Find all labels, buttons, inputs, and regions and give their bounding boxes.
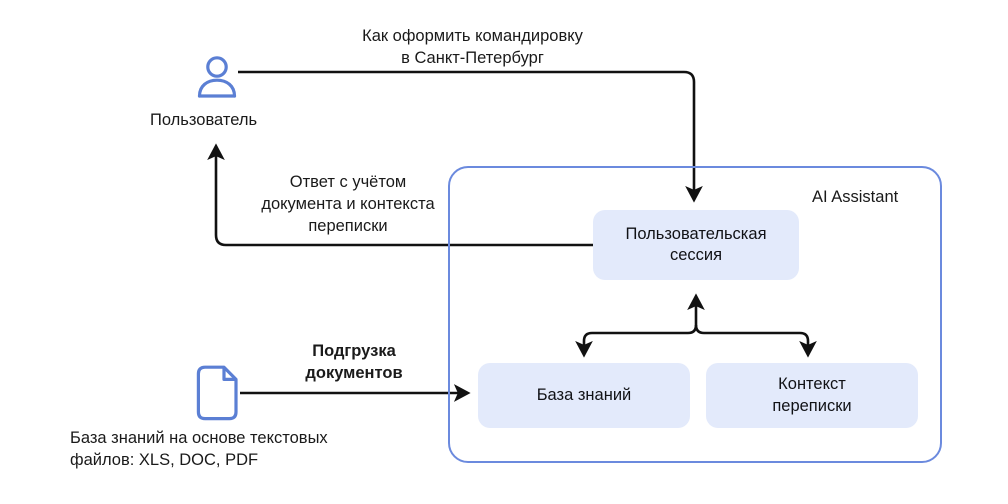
document-file-icon: [196, 365, 238, 421]
node-user-session[interactable]: Пользовательская сессия: [593, 210, 799, 280]
edge-label-user-to-session: Как оформить командировку в Санкт-Петерб…: [362, 27, 583, 67]
user-person-icon: [197, 56, 237, 98]
documents-label: База знаний на основе текстовых файлов: …: [70, 429, 328, 469]
edge-label-session-to-user: Ответ с учётом документа и контекста пер…: [261, 173, 435, 235]
node-knowledge-base[interactable]: База знаний: [478, 363, 690, 428]
ai-assistant-container: [448, 166, 942, 463]
user-label: Пользователь: [150, 111, 258, 129]
node-chat-context[interactable]: Контекст переписки: [706, 363, 918, 428]
edge-label-documents-to-knowledge: Подгрузка документов: [305, 342, 403, 382]
ai-assistant-label: AI Assistant: [812, 188, 899, 206]
